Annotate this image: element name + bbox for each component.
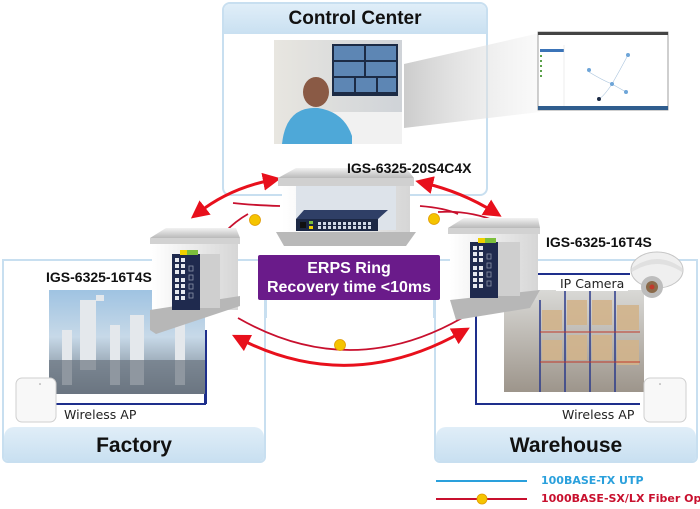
core-switch-model: IGS-6325-20S4C4X (347, 160, 472, 176)
factory-wireless-ap-label: Wireless AP (64, 407, 137, 422)
warehouse-switch-device (470, 238, 520, 298)
factory-switch-cabinet (150, 228, 240, 334)
ip-camera-label: IP Camera (556, 276, 629, 291)
ring-arrow-bottom (231, 327, 470, 367)
warehouse-photo (475, 273, 644, 405)
factory-switch-model: IGS-6325-16T4S (46, 269, 152, 285)
legend-fiber-label: 1000BASE-SX/LX Fiber Optic (541, 492, 700, 505)
factory-switch-device (172, 250, 220, 310)
erps-recovery-time: Recovery time <10ms (266, 279, 432, 296)
factory-title: Factory (4, 427, 264, 461)
ring-arrow-right (415, 176, 502, 217)
legend-copper-label: 100BASE-TX UTP (541, 474, 644, 487)
control-center-photo (274, 40, 402, 144)
warehouse-wireless-ap-label: Wireless AP (562, 407, 635, 422)
factory-wireless-ap-icon (15, 377, 57, 423)
fiber-badge-bottom (334, 339, 346, 351)
ring-arrow-left (190, 172, 281, 219)
ip-camera-icon (630, 251, 684, 298)
ring-arrows (190, 172, 502, 367)
screenshot-callout-shadow (404, 33, 540, 128)
warehouse-title: Warehouse (436, 427, 696, 461)
legend-fiber-badge (476, 493, 488, 505)
core-switch-device (296, 210, 388, 231)
warehouse-switch-cabinet (448, 218, 540, 320)
control-center-title: Control Center (224, 4, 486, 34)
erps-ring-badge: ERPS Ring Recovery time <10ms (258, 255, 440, 300)
core-switch-cabinet (276, 168, 416, 246)
management-ui-screenshot (537, 31, 669, 111)
warehouse-switch-model: IGS-6325-16T4S (546, 234, 652, 250)
erps-ring-title: ERPS Ring (307, 260, 391, 277)
fiber-badge-right (428, 213, 440, 225)
fiber-badge-left (249, 214, 261, 226)
warehouse-wireless-ap-icon (643, 377, 687, 423)
